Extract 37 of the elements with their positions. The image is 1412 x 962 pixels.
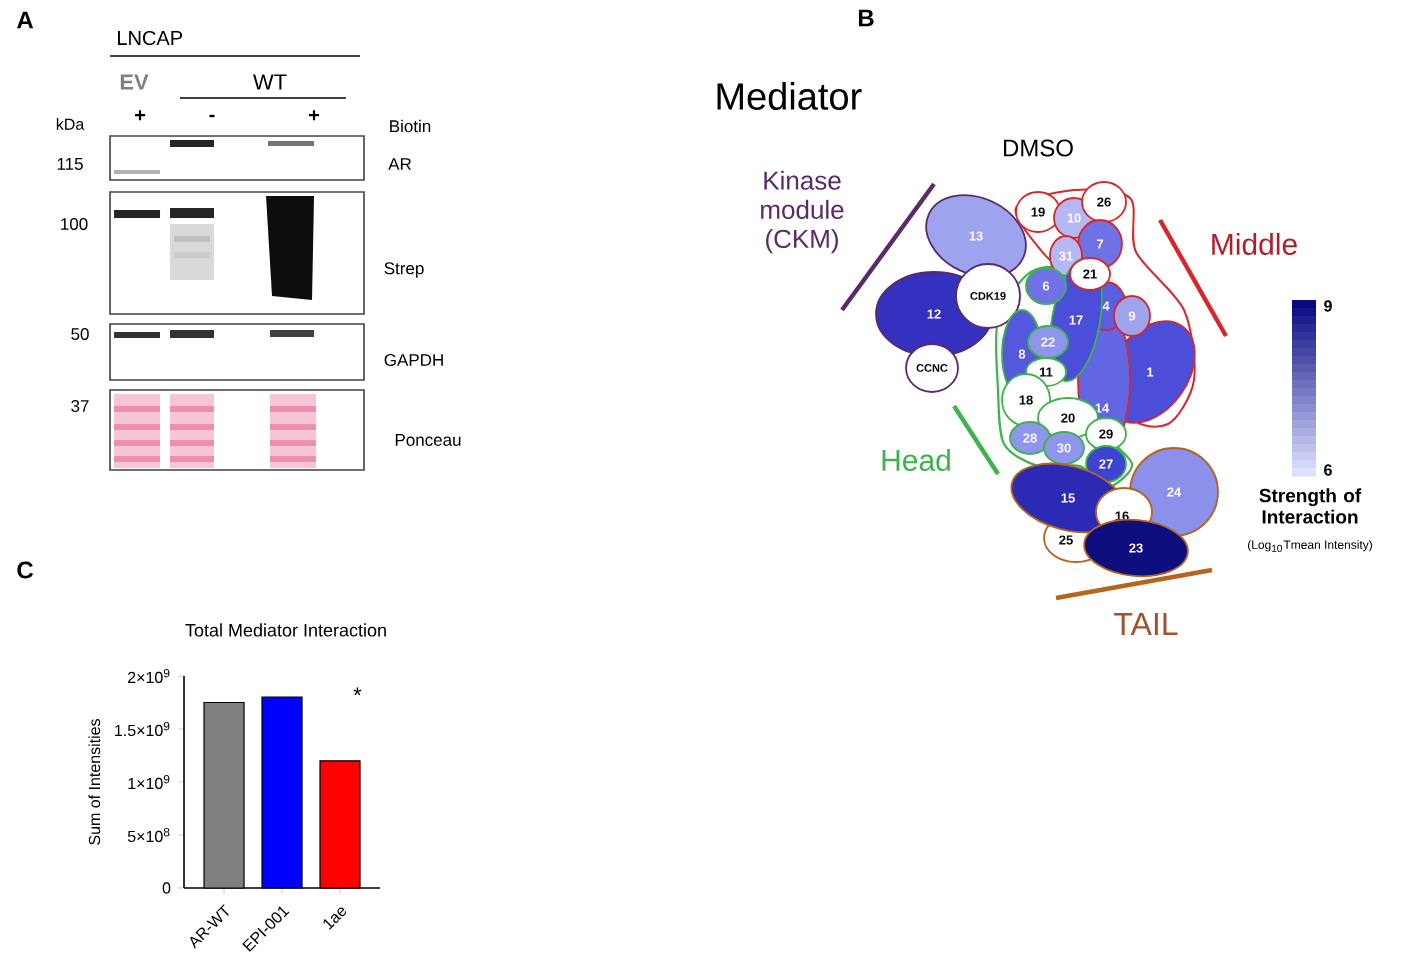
- lane-sign: -: [209, 114, 215, 118]
- marker-size: 100: [61, 218, 88, 230]
- panel-letter: A: [17, 11, 34, 29]
- scale-value: 6: [1324, 464, 1332, 476]
- panel-letter: C: [17, 561, 34, 579]
- x-tick-label: 1ae: [323, 907, 347, 930]
- lane-sign: +: [135, 110, 146, 121]
- complex-title: Mediator: [717, 82, 862, 110]
- y-tick-label: 1×10$^{9}$: [128, 774, 170, 790]
- module-label: Head: [882, 448, 950, 471]
- sample-header: LNCAP: [118, 30, 183, 46]
- panel-letter: B: [858, 9, 874, 27]
- y-tick-label: 0: [162, 882, 171, 894]
- module-label: TAIL: [1114, 612, 1178, 635]
- chart-title: Total Mediator Interaction: [185, 623, 386, 637]
- blot-label: Strep: [384, 262, 424, 278]
- marker-size: 37: [71, 400, 89, 412]
- y-axis-title: Sum of Intensities: [88, 718, 101, 845]
- scale-value: 9: [1324, 300, 1332, 312]
- marker-size: 115: [57, 158, 83, 170]
- module-label: Kinase module (CKM): [761, 170, 844, 254]
- blot-label: Ponceau: [395, 434, 461, 446]
- scale-title: Strength of Interaction: [1259, 488, 1362, 524]
- y-tick-label: 2×10$^{9}$: [128, 668, 170, 684]
- blot-label: AR: [388, 158, 412, 170]
- axis-unit: kDa: [56, 118, 85, 130]
- y-tick-label: 1.5×10$^{9}$: [115, 721, 170, 737]
- sample-header: EV: [120, 74, 149, 90]
- annotation: *: [353, 687, 362, 696]
- lane-sign: +: [309, 110, 320, 121]
- condition-label: DMSO: [1004, 139, 1073, 157]
- y-tick-label: 5×10$^{8}$: [127, 827, 170, 843]
- sample-header: WT: [253, 74, 287, 90]
- module-label: Middle: [1212, 233, 1297, 255]
- row-label: Biotin: [390, 119, 431, 133]
- marker-size: 50: [71, 328, 89, 340]
- blot-label: GAPDH: [384, 354, 443, 366]
